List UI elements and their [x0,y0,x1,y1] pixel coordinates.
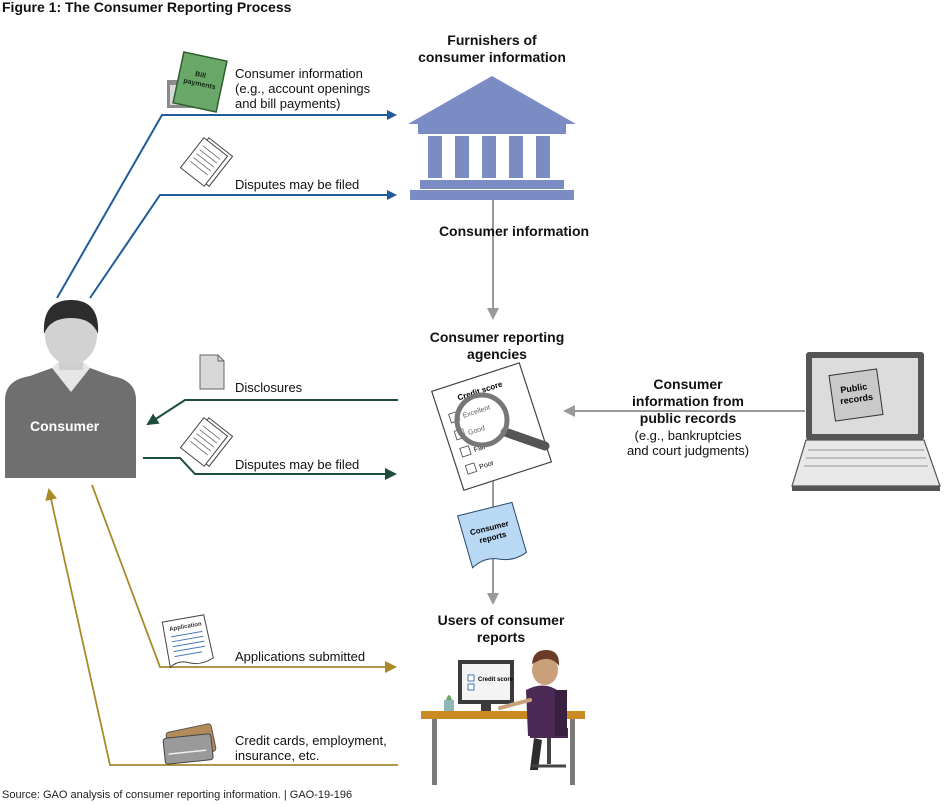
credit-score-report-icon: Credit score Excellent Good Fair Poor [430,362,553,492]
rating-good: Good [468,425,487,437]
application-document-icon: Application [161,614,214,669]
flow-disputes-furnishers: Disputes may be filed [235,177,360,192]
arrow-consumer-info-to-furnishers [56,110,397,299]
consumer-information-label: Consumer information [438,223,590,239]
bank-icon [408,76,576,200]
rating-poor: Poor [479,460,496,471]
flow-applications-submitted: Applications submitted [235,649,366,664]
disputes-agency-document-icon [179,417,234,467]
arrow-disclosures-to-consumer [146,399,398,426]
svg-text:Public records: Public records [838,381,874,406]
flow-credit-cards: Credit cards, employment,insurance, etc. [235,733,387,763]
laptop-icon: Public records [791,352,941,491]
arrow-disputes-to-agencies [143,457,397,480]
rating-fair: Fair [473,443,487,454]
disputes-document-icon [179,137,234,187]
arrow-applications-to-users [91,484,397,673]
magnifier-icon [454,392,550,451]
public-records-paper-icon: Public records [828,368,884,422]
desk-scene-icon: Credit score [421,650,585,785]
arrow-disputes-to-furnishers [89,190,397,299]
figure-title: Figure 1: The Consumer Reporting Process [2,0,292,15]
credit-cards-icon [162,723,217,765]
flow-consumer-information: Consumer information(e.g., account openi… [235,66,371,111]
source-note: Source: GAO analysis of consumer reporti… [2,789,353,801]
bill-payments-icon: Bill payments [167,51,228,113]
arrow-credit-to-consumer [45,488,398,766]
application-doc-text: Application [169,621,203,633]
consumer-icon [5,300,136,478]
disclosures-page-icon [199,354,225,390]
consumer-label: Consumer [30,418,100,434]
consumer-reports-document-icon: Consumer reports [456,501,528,569]
screen-credit-score-text: Credit score [478,677,514,683]
flow-disputes-agencies: Disputes may be filed [235,457,360,472]
flow-disclosures: Disclosures [235,380,303,395]
